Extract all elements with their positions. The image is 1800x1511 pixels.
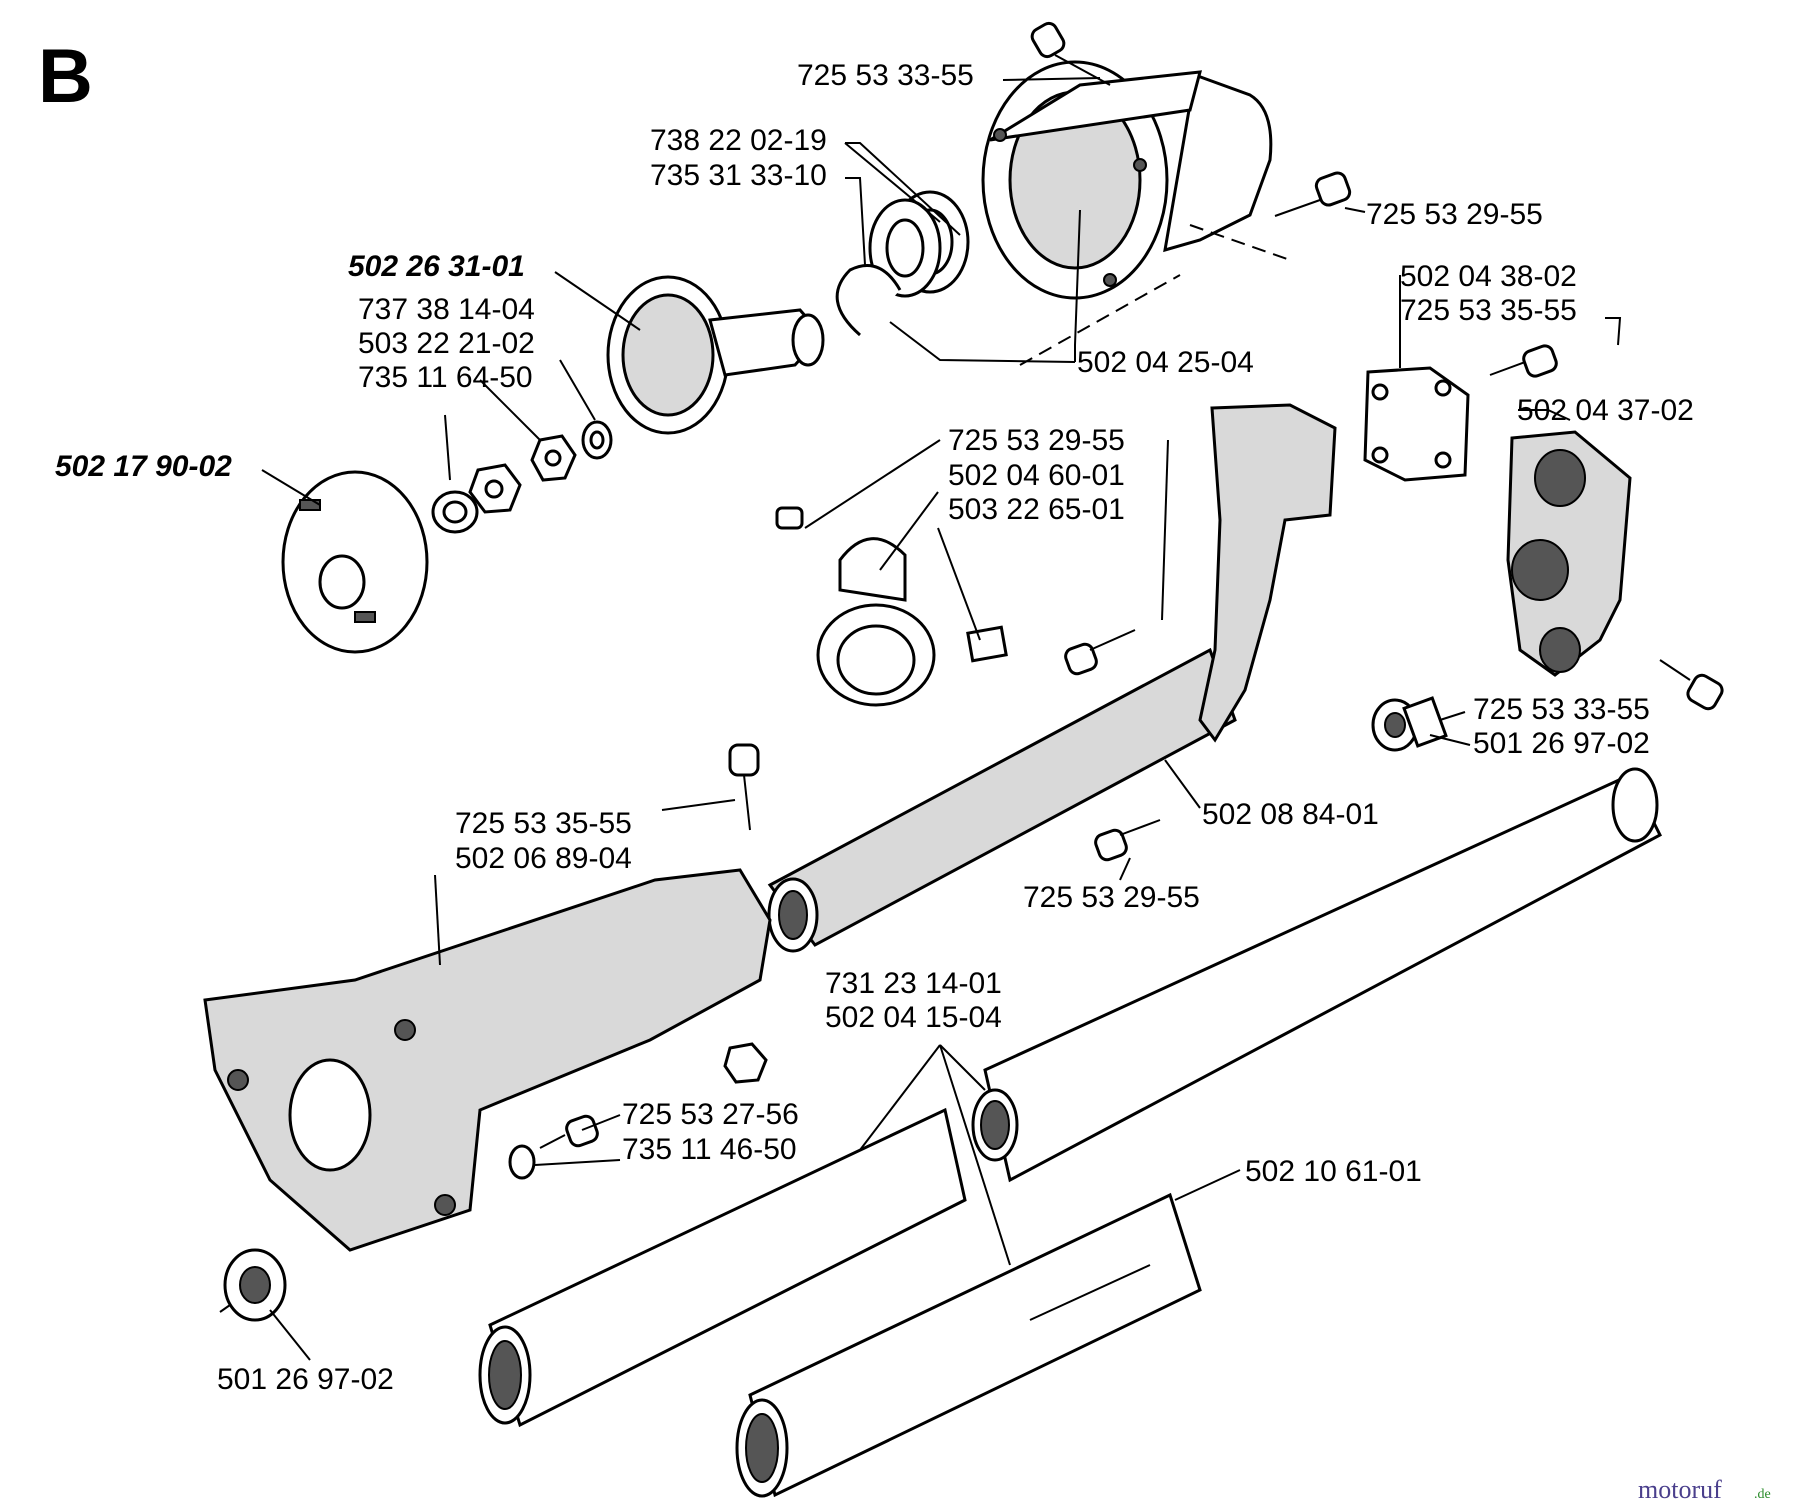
label-725-53-29-55-right: 725 53 29-55 [1366, 198, 1543, 231]
screw-vertical [728, 743, 760, 831]
drive-tube-right [735, 1192, 1202, 1498]
label-725-53-33-55-right: 725 53 33-55 [1473, 693, 1650, 726]
label-731-23-14-01: 731 23 14-01 [825, 967, 1002, 1000]
label-502-04-38-02: 502 04 38-02 [1400, 260, 1577, 293]
label-735-31-33-10: 735 31 33-10 [650, 159, 827, 192]
label-503-22-65-01: 503 22 65-01 [948, 493, 1125, 526]
label-502-17-90-02: 502 17 90-02 [55, 450, 232, 483]
washers-nuts [431, 420, 613, 534]
lower-housing [203, 868, 772, 1252]
label-735-11-46-50: 735 11 46-50 [622, 1133, 797, 1166]
label-501-26-97-02-left: 501 26 97-02 [217, 1363, 394, 1396]
screw-mount [1659, 659, 1724, 711]
handle-mount [1506, 430, 1632, 677]
handle-clamp [775, 506, 1008, 707]
label-502-04-25-04: 502 04 25-04 [1077, 346, 1254, 379]
screw-handle-bottom [1094, 819, 1161, 862]
bearing [868, 190, 970, 298]
clutch-drum [606, 275, 825, 435]
handle-bracket [1198, 403, 1337, 743]
section-letter: B [38, 34, 93, 119]
label-502-08-84-01: 502 08 84-01 [1202, 798, 1379, 831]
label-502-04-37-02: 502 04 37-02 [1517, 394, 1694, 427]
gear-housing [981, 60, 1273, 300]
screw-block [1489, 344, 1558, 378]
vibration-damper-upper [1371, 696, 1448, 752]
label-502-04-60-01: 502 04 60-01 [948, 459, 1125, 492]
clutch-shoe [281, 470, 429, 654]
drive-tube-left [478, 1107, 967, 1428]
handle-block [1363, 366, 1470, 482]
label-502-04-15-04: 502 04 15-04 [825, 1001, 1002, 1034]
watermark-brand: motoruf [1638, 1475, 1722, 1504]
nut-small [723, 1042, 768, 1084]
label-738-22-02-19: 738 22 02-19 [650, 124, 827, 157]
screw-top [1030, 21, 1111, 86]
label-502-10-61-01: 502 10 61-01 [1245, 1155, 1422, 1188]
screw-right [1274, 171, 1352, 217]
label-725-53-27-56: 725 53 27-56 [622, 1098, 799, 1131]
label-503-22-21-02: 503 22 21-02 [358, 327, 535, 360]
label-502-06-89-04: 502 06 89-04 [455, 842, 632, 875]
drive-tube-long [971, 767, 1662, 1183]
vibration-damper-lower [219, 1248, 287, 1322]
screw-clamp [1064, 629, 1136, 676]
circlip [835, 264, 902, 337]
label-725-53-33-55-top: 725 53 33-55 [797, 59, 974, 92]
part-labels: 725 53 33-55 738 22 02-19 735 31 33-10 7… [55, 59, 1694, 1396]
label-737-38-14-04: 737 38 14-04 [358, 293, 535, 326]
label-502-26-31-01: 502 26 31-01 [348, 250, 525, 283]
watermark: motoruf .de [1638, 1475, 1771, 1504]
screw-washer [508, 1114, 599, 1180]
label-725-53-29-55-bottom: 725 53 29-55 [1023, 881, 1200, 914]
label-501-26-97-02-right: 501 26 97-02 [1473, 727, 1650, 760]
label-725-53-35-55-right: 725 53 35-55 [1400, 294, 1577, 327]
leader-lines [261, 77, 1622, 1361]
label-725-53-29-55-mid: 725 53 29-55 [948, 424, 1125, 457]
shaft-tube-handle [767, 647, 1237, 953]
watermark-suffix: .de [1754, 1487, 1771, 1502]
label-735-11-64-50: 735 11 64-50 [358, 361, 533, 394]
label-725-53-35-55-left: 725 53 35-55 [455, 807, 632, 840]
